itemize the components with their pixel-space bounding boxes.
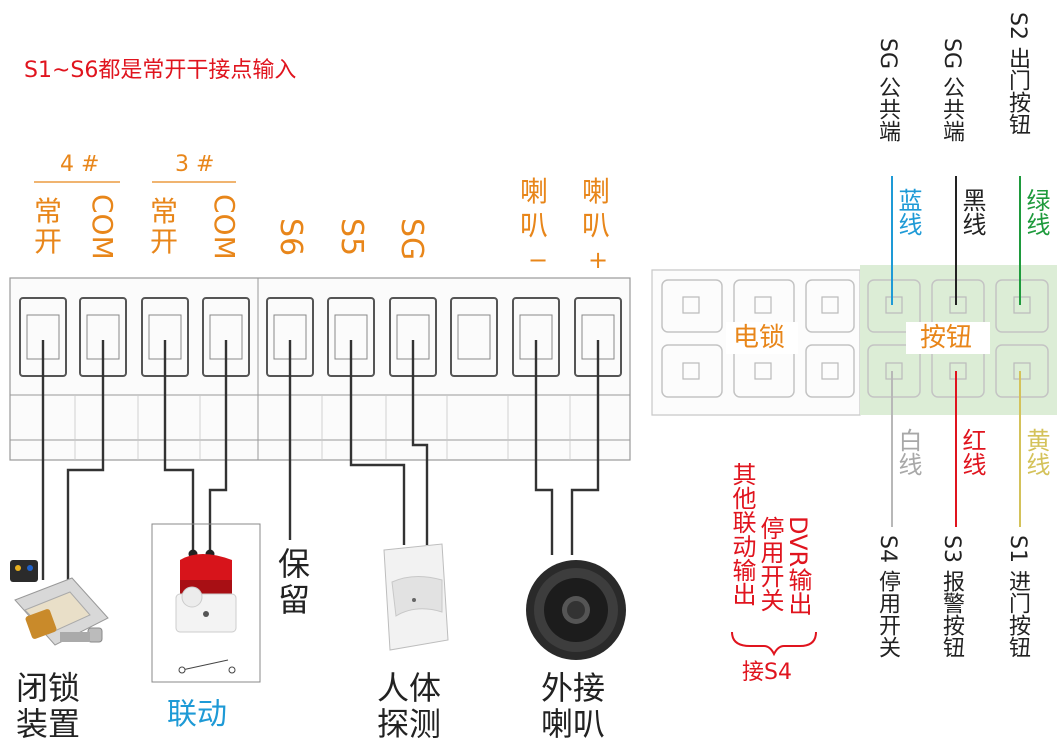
- terminal-label-s6: S6: [273, 218, 308, 257]
- linkage-siren: [151, 523, 261, 683]
- label-wire-blue: 蓝线: [894, 188, 922, 236]
- terminal-label-nc2-top: 常: [150, 195, 179, 228]
- label-wire-yellow: 黄线: [1022, 428, 1050, 476]
- wire-lock-b: [66, 340, 105, 580]
- side-note-col1: 其他联动输出: [728, 462, 756, 606]
- header-note: S1~S6都是常开干接点输入: [24, 58, 297, 83]
- terminal-label-spk-pos-sign: +: [588, 246, 609, 274]
- terminal-label-spk-neg-mid: 叭: [520, 209, 549, 242]
- terminal-label-com1: COM: [86, 194, 119, 260]
- side-note-footer: 接S4: [742, 660, 792, 685]
- wire-linkage-a: [163, 340, 195, 552]
- group-label-4: 4 #: [60, 152, 100, 177]
- label-s2-exit-button: S2 出门按钮: [1005, 12, 1030, 135]
- terminal-label-s5: S5: [334, 218, 369, 257]
- device-linkage-label: 联动: [167, 697, 227, 732]
- terminal-block: [9, 277, 631, 461]
- side-note-brace: [731, 631, 817, 657]
- wire-pir-b: [411, 340, 429, 545]
- pir-sensor: [383, 543, 449, 651]
- label-wire-red: 红线: [958, 428, 986, 476]
- label-sg-common-1: SG 公共端: [875, 38, 900, 143]
- device-speaker-line1: 外接: [541, 669, 606, 707]
- terminal-label-spk-pos-top: 喇: [582, 175, 611, 208]
- terminal-label-nc2-bot: 开: [150, 225, 179, 258]
- label-s1-entry-button: S1 进门按钮: [1005, 535, 1030, 658]
- wire-pir-a: [349, 340, 406, 545]
- side-note-col3: DVR输出: [784, 516, 812, 616]
- label-wire-white: 白线: [894, 428, 922, 476]
- connector-button-label: 按钮: [920, 323, 973, 353]
- terminal-label-spk-pos-mid: 叭: [582, 209, 611, 242]
- device-pir-line1: 人体: [377, 669, 442, 707]
- terminal-label-spk-neg-top: 喇: [520, 175, 549, 208]
- speaker: [526, 560, 626, 660]
- label-s3-alarm-button: S3 报警按钮: [939, 535, 964, 658]
- lock-device-image: [10, 560, 109, 646]
- wire-spk-a: [534, 340, 554, 555]
- device-lock-line1: 闭锁: [16, 669, 81, 707]
- terminal-wires: [41, 340, 600, 580]
- device-pir-line2: 探测: [377, 705, 442, 743]
- button-wires: [891, 176, 1021, 527]
- wire-spk-b: [570, 340, 600, 555]
- terminal-label-nc1-top: 常: [34, 195, 63, 228]
- slot-8: [450, 297, 498, 377]
- device-reserve-line1: 保: [278, 545, 311, 583]
- wire-linkage-b: [208, 340, 228, 552]
- terminal-label-spk-neg-sign: −: [528, 246, 549, 274]
- side-note-col2: 停用开关: [756, 516, 784, 612]
- connector-block: [651, 265, 1057, 416]
- terminal-label-com2: COM: [208, 194, 241, 260]
- connector-lock-label: 电锁: [733, 323, 786, 353]
- label-wire-green: 绿线: [1022, 188, 1050, 236]
- device-speaker-line2: 喇叭: [541, 705, 606, 743]
- device-reserve-line2: 留: [278, 581, 311, 619]
- device-lock-line2: 装置: [16, 705, 81, 743]
- label-s4-disable-switch: S4 停用开关: [875, 535, 900, 658]
- group-label-3: 3 #: [175, 152, 215, 177]
- terminal-label-nc1-bot: 开: [34, 225, 63, 258]
- label-wire-black: 黑线: [958, 188, 986, 236]
- terminal-label-sg: SG: [394, 218, 429, 261]
- label-sg-common-2: SG 公共端: [939, 38, 964, 143]
